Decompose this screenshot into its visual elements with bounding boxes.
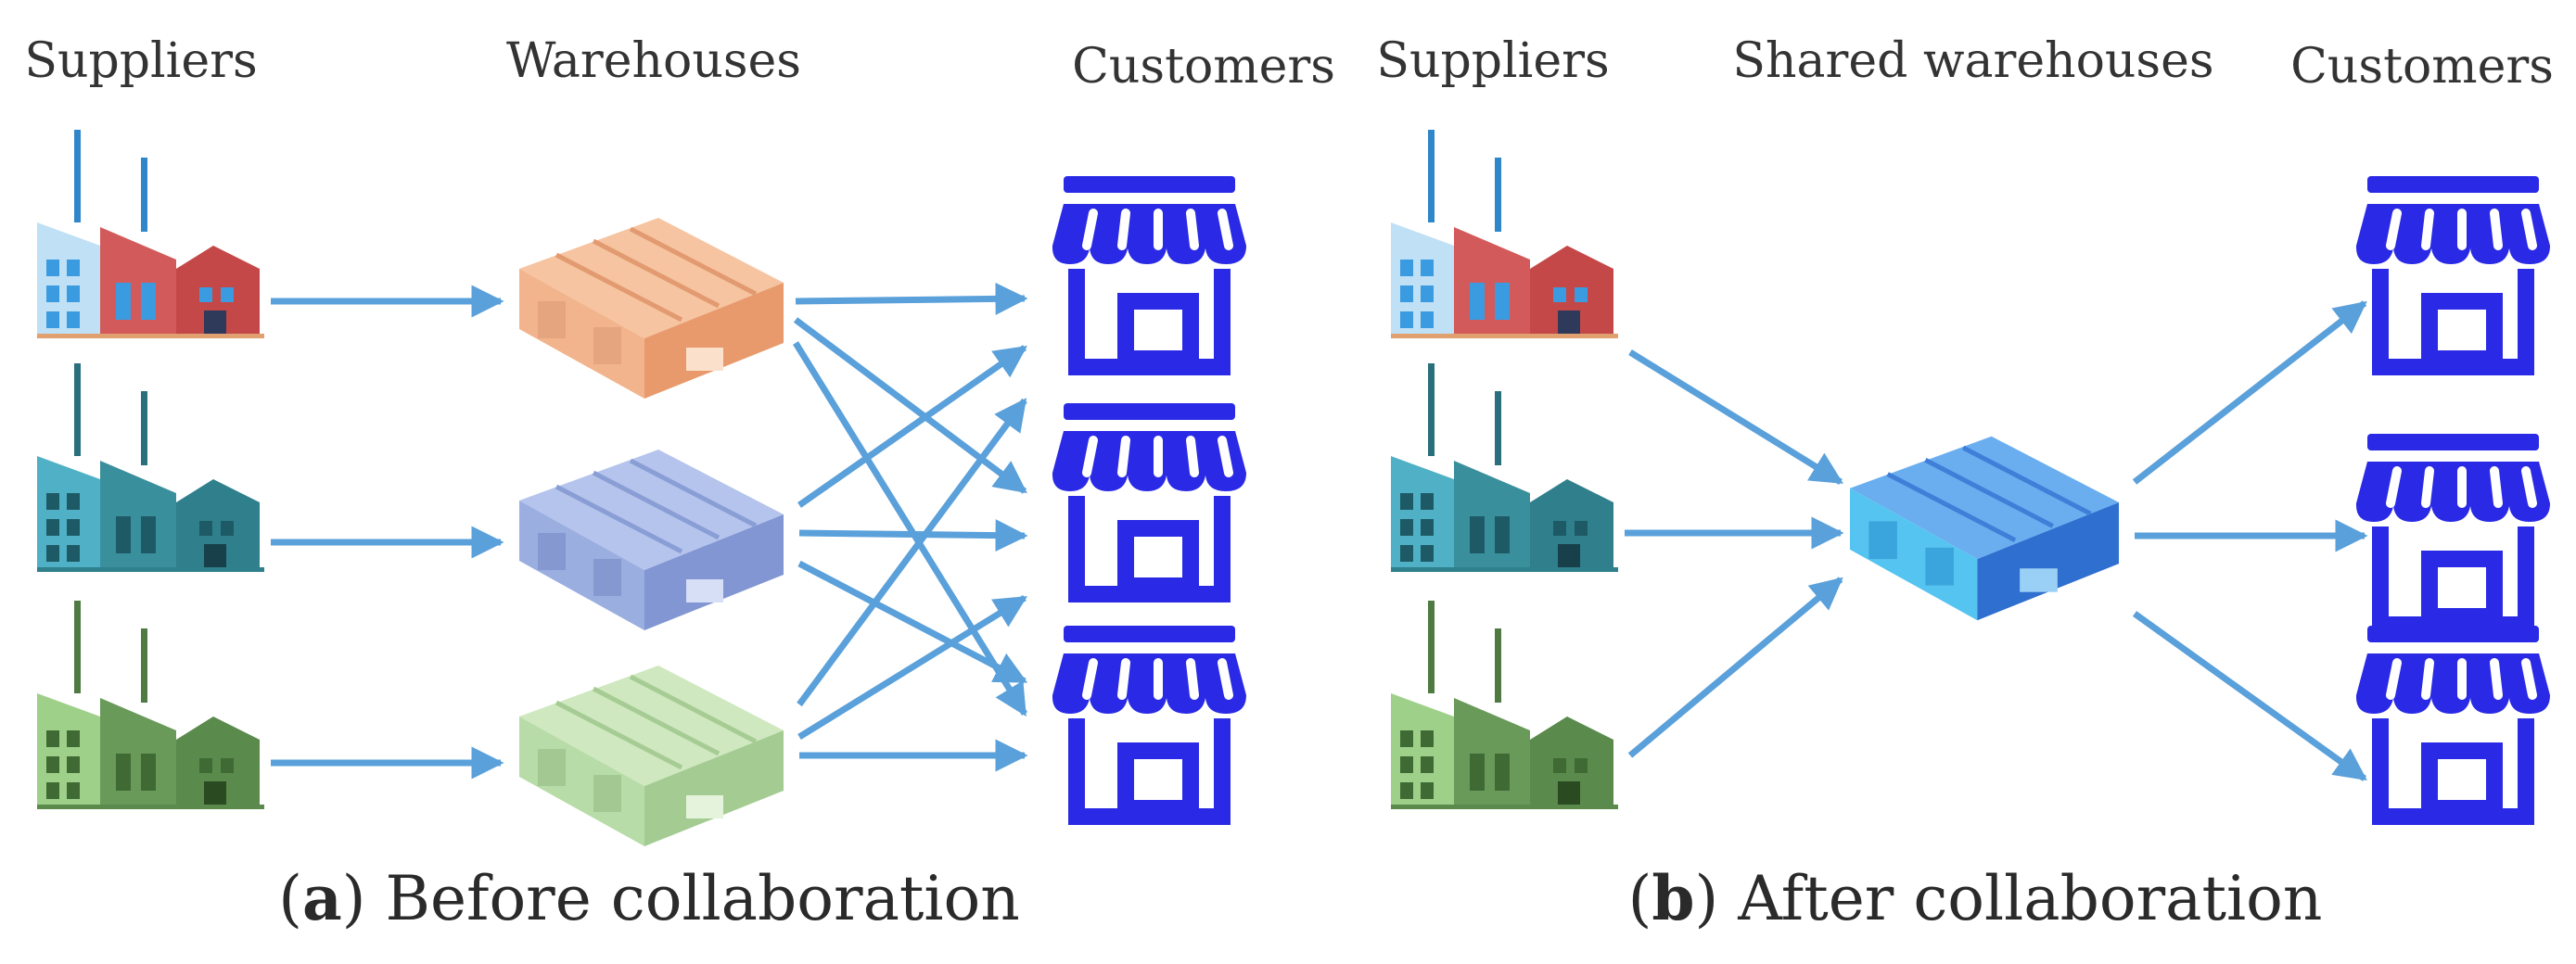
supplier-factory-icon-red-a [37, 130, 264, 338]
customers-heading-b: Customers [2290, 39, 2554, 95]
customer-store-icon-a2 [1050, 403, 1249, 602]
arrow-b-shared-customer1 [2132, 300, 2367, 485]
warehouse-icon-orange [519, 218, 784, 399]
customer-store-icon-b1 [2353, 176, 2553, 375]
customers-heading-a: Customers [1072, 39, 1335, 95]
arrow-warehouse2-customer1 [797, 345, 1027, 508]
supplier-factory-icon-red-b [1391, 130, 1618, 338]
customer-store-icon-b2 [2353, 434, 2553, 633]
supplier-factory-icon-green-b [1391, 601, 1618, 809]
caption-a-text: Before collaboration [385, 863, 1020, 934]
customer-store-icon-a3 [1050, 626, 1249, 825]
caption-a: (a) Before collaboration [278, 862, 1020, 934]
shared-warehouses-heading: Shared warehouses [1732, 33, 2214, 89]
arrow-warehouse1-customer3 [793, 341, 1027, 717]
arrow-warehouse2-customer2 [798, 519, 1028, 552]
suppliers-heading-b: Suppliers [1376, 33, 1610, 89]
arrow-warehouse1-customer2 [793, 317, 1027, 494]
caption-a-letter: a [301, 862, 342, 934]
supplier-factory-icon-green-a [37, 601, 264, 809]
supplier-factory-icon-teal-b [1391, 363, 1618, 572]
customer-store-icon-b3 [2353, 626, 2553, 825]
shared-warehouse-icon [1850, 436, 2119, 621]
warehouse-icon-blue [519, 450, 784, 630]
warehouse-icon-green [519, 666, 784, 846]
arrow-warehouse3-customer1 [797, 398, 1027, 707]
arrow-b-shared-customer3 [2132, 611, 2367, 781]
customer-store-icon-a1 [1050, 176, 1249, 375]
suppliers-heading-a: Suppliers [24, 33, 258, 89]
caption-b-letter: b [1651, 862, 1695, 934]
arrow-b-supplier1-shared [1628, 349, 1843, 485]
supplier-factory-icon-teal-a [37, 363, 264, 572]
arrow-warehouse1-customer1 [795, 282, 1028, 315]
arrow-warehouse3-customer2 [797, 595, 1027, 740]
caption-b: (b) After collaboration [1627, 862, 2323, 934]
arrow-b-supplier3-shared [1627, 577, 1843, 758]
arrow-warehouse2-customer3 [797, 560, 1028, 685]
caption-b-text: After collaboration [1738, 863, 2323, 934]
warehouses-heading-a: Warehouses [506, 33, 801, 89]
